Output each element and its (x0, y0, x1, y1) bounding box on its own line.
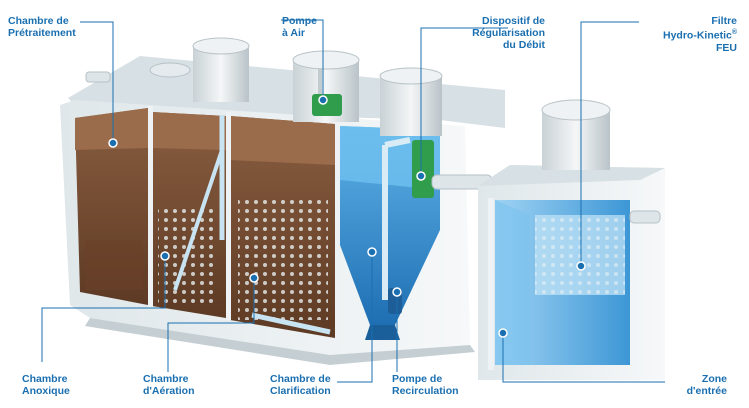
riser-pretreatment (149, 37, 250, 102)
leader-anoxique (41, 256, 166, 362)
leader-entree (502, 333, 665, 383)
label-clarification-line2: Clarification (270, 385, 331, 397)
label-filter-line2-wrap: Hydro-Kinetic® (663, 27, 737, 42)
label-pretreatment-line1: Chambre de (8, 15, 69, 27)
leader-pretraitement (80, 21, 114, 143)
label-recirculation-line2: Recirculation (392, 385, 459, 397)
label-filter-line3: FEU (716, 41, 737, 54)
riser-air-pump (292, 50, 360, 122)
flow-regulator-icon (412, 140, 434, 198)
main-tank (60, 37, 505, 365)
air-pump-icon (312, 94, 342, 116)
label-flow-regulation-line3: du Débit (503, 39, 545, 51)
label-anoxic-chamber: Chambre Anoxique (22, 373, 70, 397)
label-aeration-line1: Chambre (143, 373, 189, 385)
pretreatment-chamber (75, 108, 148, 305)
label-aeration-line2: d'Aération (143, 385, 195, 397)
label-anoxic-line2: Anoxique (22, 385, 70, 397)
leader-aeration (167, 278, 255, 372)
label-air-pump-line1: Pompe (282, 15, 318, 27)
label-inlet-zone: Zone d'entrée (687, 373, 727, 397)
label-pretreatment-chamber: Chambre de Prétraitement (8, 15, 76, 39)
leader-pompe-air (281, 19, 324, 100)
label-aeration-chamber: Chambre d'Aération (143, 373, 195, 397)
label-recirculation-line1: Pompe de (392, 373, 443, 385)
label-flow-regulation-line2: Régularisation (472, 27, 545, 39)
label-flow-regulation-line1: Dispositif de (481, 15, 545, 27)
leader-lines (41, 19, 665, 383)
leader-filtre (580, 21, 639, 266)
label-anoxic-line1: Chambre (22, 373, 68, 385)
leader-regularisation (420, 27, 508, 176)
label-recirculation-pump: Pompe de Recirculation (392, 373, 459, 397)
label-clarification-chamber: Chambre de Clarification (270, 373, 331, 397)
label-hydro-kinetic-filter: Filtre Hydro-Kinetic® FEU (663, 15, 737, 54)
label-flow-regulation: Dispositif de Régularisation du Débit (472, 15, 545, 51)
anoxic-chamber (152, 112, 226, 318)
label-air-pump-line2: à Air (282, 27, 305, 39)
label-inlet-zone-line1: Zone (701, 373, 727, 385)
label-filter-registered-mark: ® (731, 29, 737, 36)
filter-media-icon (535, 215, 625, 295)
label-pretreatment-line2: Prétraitement (8, 27, 76, 39)
label-filter-line1: Filtre (711, 15, 737, 27)
aeration-chamber (230, 116, 335, 338)
label-inlet-zone-line2: d'entrée (686, 385, 727, 397)
leader-clarification (337, 252, 373, 383)
riser-flow-regulation (379, 67, 443, 198)
leader-dots (108, 95, 586, 338)
label-clarification-line1: Chambre de (270, 373, 331, 385)
label-filter-line2: Hydro-Kinetic (662, 29, 732, 42)
filter-tank (478, 99, 665, 380)
label-air-pump: Pompe à Air (282, 15, 317, 39)
